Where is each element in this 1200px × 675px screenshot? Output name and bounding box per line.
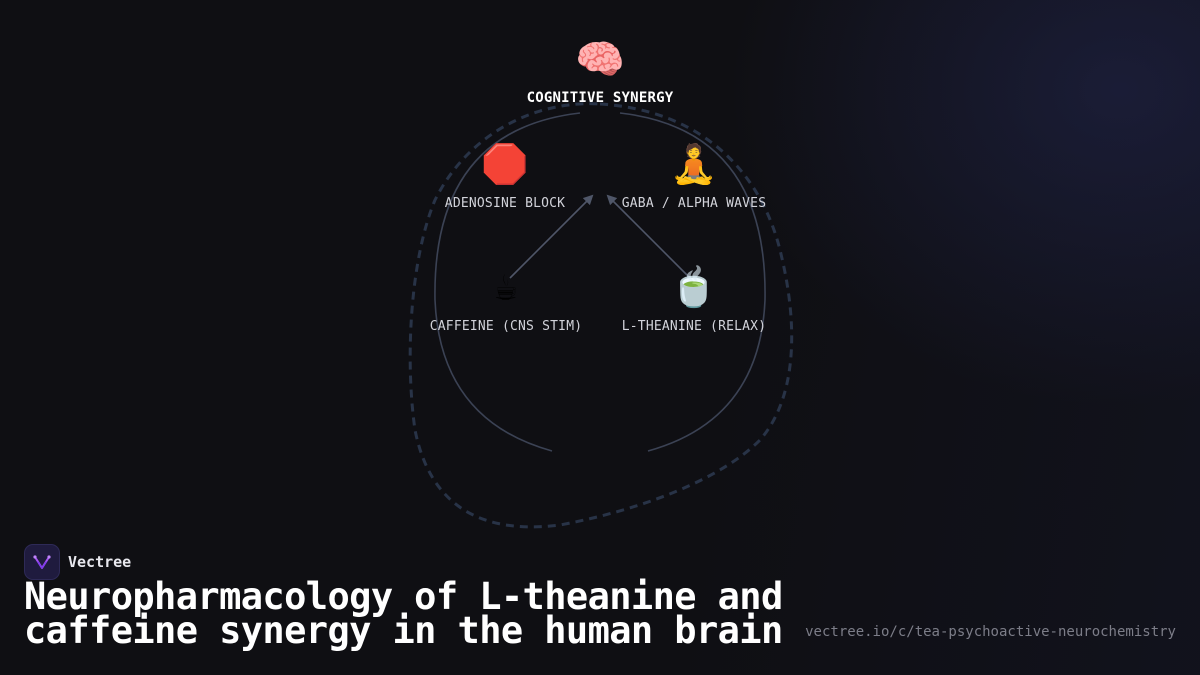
- brain-icon: 🧠: [575, 37, 625, 83]
- footer-url[interactable]: vectree.io/c/tea-psychoactive-neurochemi…: [805, 624, 1176, 640]
- right-arc: [619, 112, 766, 452]
- node-gaba-alpha-waves: 🧘 GABA / ALPHA WAVES: [609, 142, 779, 211]
- node-adenosine-block: 🛑 ADENOSINE BLOCK: [425, 142, 585, 211]
- node-label: COGNITIVE SYNERGY: [526, 90, 674, 106]
- node-caffeine: ☕ CAFFEINE (CNS STIM): [416, 265, 596, 334]
- dashed-loop: [408, 102, 794, 529]
- node-label: GABA / ALPHA WAVES: [621, 196, 767, 211]
- meditation-icon: 🧘: [670, 142, 718, 186]
- node-label: ADENOSINE BLOCK: [444, 196, 566, 211]
- arrow-theanine-to-synergy: [606, 194, 691, 279]
- arrow-caffeine-to-synergy: [509, 194, 594, 279]
- brand[interactable]: Vectree: [24, 544, 131, 580]
- page-title: Neuropharmacology of L-theanine and caff…: [24, 575, 783, 652]
- node-cognitive-synergy: 🧠 COGNITIVE SYNERGY: [500, 38, 700, 106]
- node-label: CAFFEINE (CNS STIM): [429, 319, 583, 334]
- brand-name: Vectree: [68, 553, 132, 571]
- vectree-logo-icon: [24, 544, 60, 580]
- left-arc: [434, 112, 581, 452]
- coffee-icon: ☕: [494, 265, 518, 309]
- stop-sign-icon: 🛑: [481, 142, 529, 186]
- node-label: L-THEANINE (RELAX): [621, 319, 767, 334]
- green-tea-icon: 🍵: [670, 265, 718, 309]
- node-l-theanine: 🍵 L-THEANINE (RELAX): [609, 265, 779, 334]
